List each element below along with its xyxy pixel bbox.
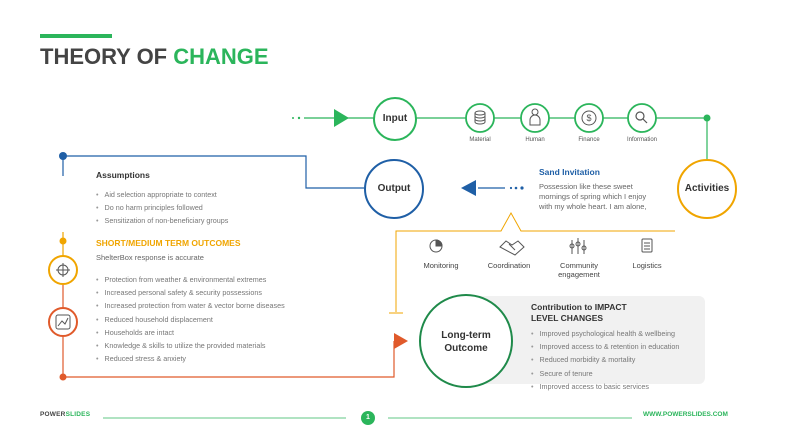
list-item: Increased protection from water & vector… [96,299,285,312]
long-term-label: Long-term Outcome [426,329,506,355]
clipboard-icon [641,238,653,253]
assumptions-list: Aid selection appropriate to context Do … [96,188,229,228]
short-term-list: Protection from weather & environmental … [96,273,285,365]
list-item: Reduced morbidity & mortality [531,353,679,366]
list-item: Improved access to basic services [531,380,679,393]
outcome-arrow-icon [394,333,408,349]
title-prefix: THEORY OF [40,44,168,69]
title-accent: CHANGE [173,44,269,69]
impact-heading-line: Contribution to IMPACT [531,302,627,312]
sand-text-line: Possession like these sweet [539,182,633,191]
long-term-line-1: Long-term [441,330,491,341]
monitoring-icon [429,239,443,253]
footer-url[interactable]: WWW.POWERSLIDES.COM [643,411,728,418]
page-number: 1 [361,411,375,425]
list-item: Protection from weather & environmental … [96,273,285,286]
sand-text-line: mornings of spring which I enjoy [539,192,647,202]
database-icon [474,110,486,125]
crosshair-icon [56,263,70,277]
input-label: Input [382,113,408,124]
short-term-heading: SHORT/MEDIUM TERM OUTCOMES [96,238,241,248]
activity-label-line: engagement [558,270,600,279]
magnifier-icon [635,111,648,124]
impact-list: Improved psychological health & wellbein… [531,327,680,393]
activities-callout-outline [395,211,675,312]
list-item: Households are intact [96,326,285,339]
input-arrow-icon [334,109,349,127]
trend-icon [55,314,71,330]
impact-heading-line: LEVEL CHANGES [531,313,604,324]
footer-brand: POWERSLIDES [40,411,90,418]
list-item: Knowledge & skills to utilize the provid… [96,339,285,352]
activities-label: Activities [684,183,730,194]
list-item: Increased personal safety & security pos… [96,286,285,299]
impact-heading: Contribution to IMPACT LEVEL CHANGES [531,302,627,324]
title-accent-bar [40,34,112,38]
list-item: Aid selection appropriate to context [96,188,228,201]
input-item-label: Human [525,137,545,143]
dollar-icon: $ [581,110,597,126]
list-item: Reduced stress & anxiety [96,352,285,365]
community-icon [569,238,587,254]
input-node [373,97,417,141]
handshake-icon [499,240,525,256]
output-flow-line [59,152,524,196]
output-node [364,159,424,219]
page-title: THEORY OF CHANGE [40,44,269,70]
svg-text:$: $ [586,113,591,123]
activity-label-line: Coordination [487,261,531,270]
person-icon [529,108,541,126]
list-item: Secure of tenure [531,367,679,380]
assumptions-heading: Assumptions [96,170,150,180]
activity-icons [429,238,653,256]
activity-label: Coordination [469,261,549,270]
footer-brand-prefix: POWER [40,411,66,418]
input-item-label: Finance [578,137,600,143]
list-item: Sensitization of non-beneficiary groups [96,214,229,227]
output-arrow-icon [461,180,476,196]
sand-text-line: with my whole heart. I am alone, [539,202,647,212]
activities-node [677,159,737,219]
list-item: Reduced household displacement [96,313,285,326]
list-item: Improved psychological health & wellbein… [531,327,679,340]
list-item: Improved access to & retention in educat… [531,340,680,353]
sand-invitation-heading: Sand Invitation [539,167,600,177]
activity-label: Community engagement [539,261,619,279]
activity-label-line: Logistics [632,261,662,270]
long-term-node [419,294,513,388]
activity-label-line: Monitoring [423,261,459,270]
input-item-label: Information [626,137,657,143]
output-label: Output [377,183,411,194]
list-item: Do no harm principles followed [96,201,228,214]
input-item-label: Material [469,137,491,143]
short-term-subtitle: ShelterBox response is accurate [96,253,204,262]
activity-label: Monitoring [401,261,481,270]
activity-label-line: Community [560,261,598,270]
footer-brand-accent: SLIDES [65,411,91,418]
activity-label: Logistics [607,261,687,270]
long-term-line-2: Outcome [444,343,488,354]
sand-invitation-text: Possession like these sweet mornings of … [539,182,669,212]
input-icons: $ [465,103,657,133]
left-timeline [59,232,408,381]
